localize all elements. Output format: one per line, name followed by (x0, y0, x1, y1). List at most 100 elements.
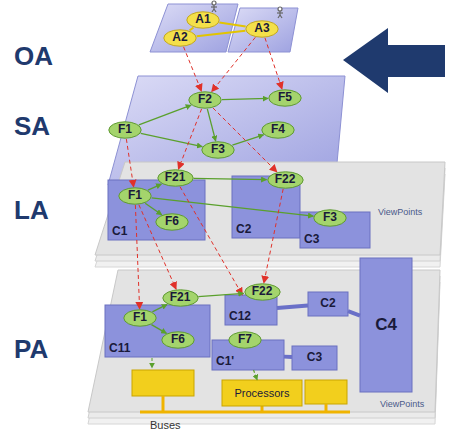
ellipse-shape (157, 170, 192, 186)
node-label: C4 (375, 316, 397, 335)
oa-plane (150, 4, 238, 52)
ellipse-shape (244, 284, 279, 300)
ellipse-shape (162, 332, 194, 348)
exchange-arrow (222, 98, 268, 99)
node-label: F3 (323, 211, 337, 224)
exchange-arrow (152, 304, 167, 311)
trace-link (184, 47, 202, 91)
function-ellipse: F6 (161, 331, 195, 349)
box-fill (292, 346, 337, 370)
exchange-arrow (198, 293, 243, 296)
node-label: F21 (165, 171, 186, 184)
exchange-arrow (207, 109, 215, 141)
function-ellipse: F6 (155, 213, 189, 231)
ellipse-shape (164, 30, 196, 46)
actor-icon (211, 1, 217, 12)
component-box: F1F21F6C11 (105, 305, 210, 357)
node-label: C11 (109, 342, 130, 355)
physical-link (277, 306, 308, 308)
function-ellipse: F2 (188, 91, 222, 109)
node-label: F21 (170, 291, 191, 304)
box-fill (360, 258, 412, 392)
ellipse-shape (119, 188, 151, 204)
box-fill (105, 305, 210, 357)
layer-name: SA (14, 112, 50, 141)
function-ellipse: F3 (201, 141, 235, 159)
trace-link (264, 189, 283, 283)
node-label: C12 (229, 310, 251, 323)
oa-plane (228, 8, 298, 52)
function-ellipse: F22 (244, 283, 281, 301)
component-box: F1F21F6C1 (108, 180, 205, 240)
function-ellipse: A1 (186, 11, 220, 29)
function-ellipse: F7 (228, 331, 262, 349)
exchange-arrow (190, 27, 194, 30)
node-label: F1 (128, 189, 142, 202)
ellipse-shape (189, 92, 221, 108)
exchange-arrow (254, 370, 258, 380)
node-label: C1 (112, 225, 127, 238)
exchange-arrow (197, 31, 246, 36)
node-label: F7 (238, 333, 252, 346)
function-ellipse: F1 (123, 309, 157, 327)
trace-link (180, 187, 242, 295)
exchange-arrow (152, 198, 314, 216)
component-box: F22C2 (232, 176, 300, 238)
box-fill (308, 292, 348, 316)
bus-line (261, 406, 264, 412)
node-label: C2 (236, 223, 251, 236)
function-ellipse: F1 (108, 121, 142, 139)
ellipse-shape (246, 21, 278, 37)
component-box: F22C12 (225, 295, 277, 325)
node-label: F22 (275, 173, 296, 186)
physical-link (348, 311, 360, 315)
layer-name: OA (14, 42, 53, 71)
function-ellipse: A2 (163, 29, 197, 47)
box-fill (222, 380, 302, 406)
layer-name: PA (14, 335, 48, 364)
function-ellipse: F1 (118, 187, 152, 205)
component-box: F7C1' (212, 340, 284, 370)
node-label: C3 (307, 351, 322, 364)
annotation: ViewPoints (380, 400, 424, 410)
ellipse-shape (109, 122, 141, 138)
exchange-arrow (141, 133, 203, 146)
function-ellipse: F5 (268, 89, 302, 107)
trace-link (178, 109, 201, 169)
node-label: F5 (278, 91, 292, 104)
ellipse-shape (262, 122, 294, 138)
node-label: C2 (320, 297, 335, 310)
node-label: F3 (211, 143, 225, 156)
component-box: C4 (360, 258, 412, 392)
bus-line (162, 396, 165, 412)
exchange-arrow (139, 105, 191, 125)
physical-link (284, 355, 292, 359)
function-ellipse: F22 (267, 171, 304, 189)
pointer-arrow (343, 28, 445, 93)
node-label: Processors (234, 387, 289, 399)
box-fill (300, 212, 370, 248)
component-box: C3 (292, 346, 337, 370)
node-label: C1' (216, 355, 234, 368)
node-label: A2 (172, 31, 187, 44)
ellipse-shape (267, 172, 302, 188)
trace-link (212, 37, 256, 91)
box-fill (108, 180, 205, 240)
processor-box (132, 370, 194, 396)
layer-name: LA (14, 196, 49, 225)
function-ellipse: F4 (261, 121, 295, 139)
ellipse-shape (124, 310, 156, 326)
node-label: F6 (165, 215, 179, 228)
node-label: F1 (133, 311, 147, 324)
annotation: Buses (150, 419, 181, 431)
trace-link (135, 205, 139, 309)
ellipse-shape (314, 210, 346, 226)
component-box: Processors (222, 380, 302, 406)
node-label: F4 (271, 123, 285, 136)
exchange-arrow (151, 325, 166, 334)
node-label: F6 (171, 333, 185, 346)
